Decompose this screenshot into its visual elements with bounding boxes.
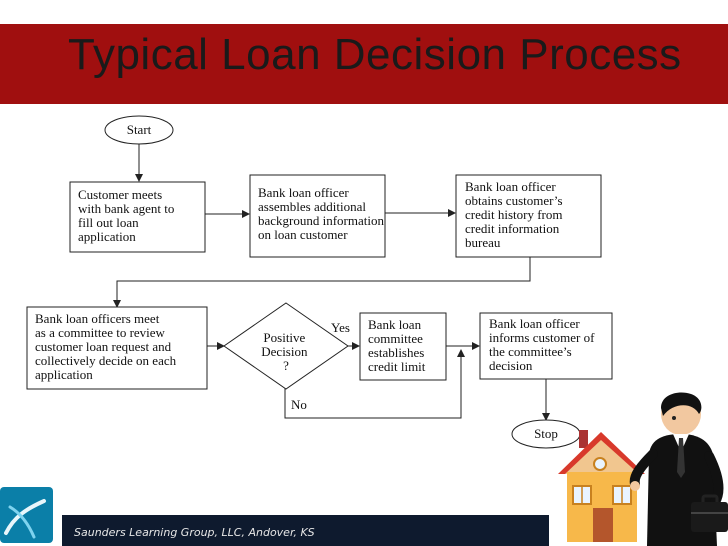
- footer-text: Saunders Learning Group, LLC, Andover, K…: [74, 526, 315, 539]
- no-label: No: [291, 397, 307, 412]
- step4-text: Bank loan officers meet as a committee t…: [35, 311, 179, 382]
- yes-label: Yes: [331, 320, 350, 335]
- step2-text: Bank loan officer assembles additional b…: [258, 185, 387, 242]
- connectors: [113, 144, 550, 421]
- decision-text: Positive Decision ?: [261, 330, 310, 373]
- arrow-step3-to-step4: [113, 257, 531, 308]
- slide-title: Typical Loan Decision Process: [68, 30, 682, 79]
- title-bar: Typical Loan Decision Process: [0, 24, 728, 104]
- step-establish-credit-limit: Bank loan committee establishes credit l…: [359, 312, 447, 381]
- footer-bar: Saunders Learning Group, LLC, Andover, K…: [62, 515, 549, 546]
- decision-positive: Positive Decision ?: [223, 302, 349, 390]
- step1-text: Customer meets with bank agent to fill o…: [78, 187, 178, 244]
- step-customer-meets-agent: Customer meets with bank agent to fill o…: [69, 181, 206, 253]
- step6-text: Bank loan officer informs customer of th…: [489, 316, 598, 373]
- briefcase-icon: [691, 494, 728, 532]
- step-inform-customer: Bank loan officer informs customer of th…: [479, 312, 613, 380]
- step3-text: Bank loan officer obtains customer’s cre…: [465, 179, 566, 250]
- stop-terminal: Stop: [511, 419, 581, 449]
- house-icon: [558, 430, 645, 542]
- arrow-decision-no: [284, 349, 465, 419]
- step-obtain-credit-history: Bank loan officer obtains customer’s cre…: [455, 174, 602, 258]
- logo-icon: [0, 487, 53, 543]
- step5-text: Bank loan committee establishes credit l…: [368, 317, 428, 374]
- step-assemble-background: Bank loan officer assembles additional b…: [249, 174, 387, 258]
- stop-label: Stop: [534, 426, 558, 441]
- start-label: Start: [127, 122, 152, 137]
- step-committee-meets: Bank loan officers meet as a committee t…: [26, 306, 208, 390]
- clipart-house-and-businessman: [558, 392, 728, 546]
- start-terminal: Start: [104, 115, 174, 145]
- businessman-icon: [629, 392, 724, 546]
